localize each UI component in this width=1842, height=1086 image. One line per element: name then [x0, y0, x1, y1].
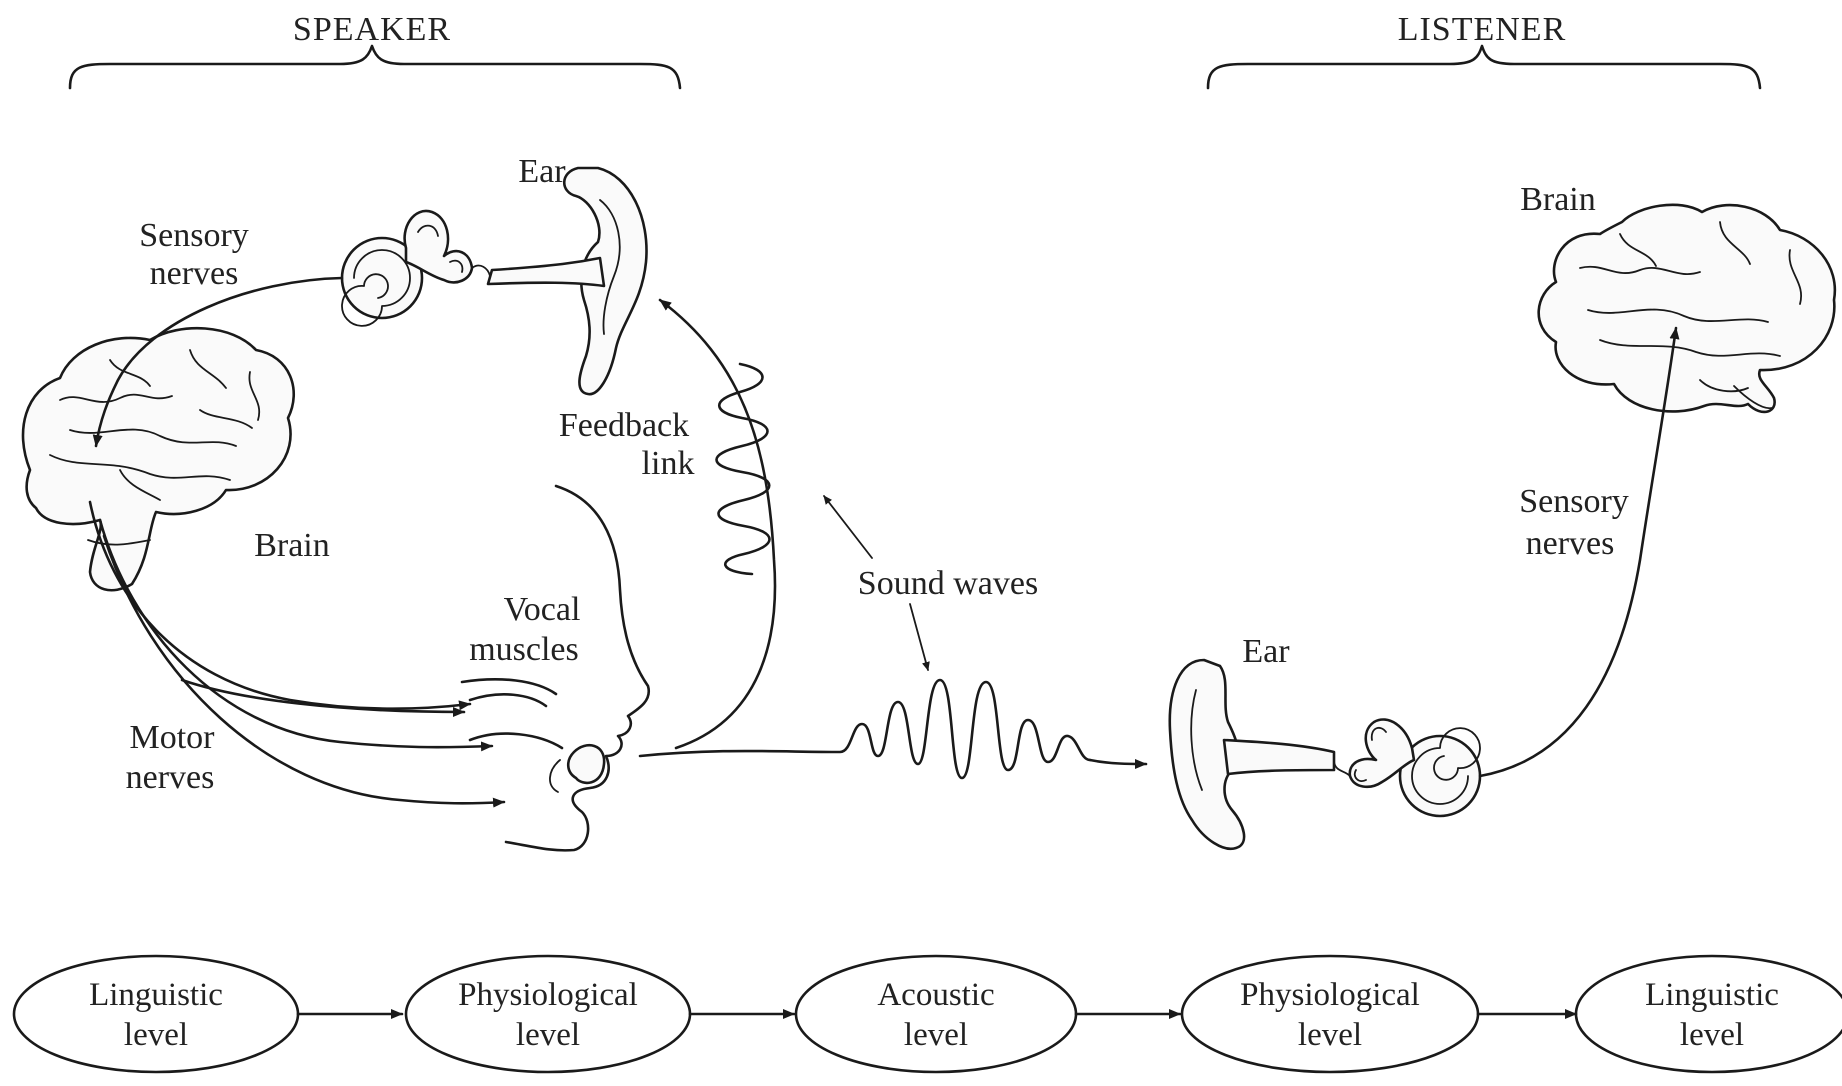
- level-label-line1: Linguistic: [1645, 977, 1779, 1013]
- listener-ear-icon: [1170, 660, 1334, 849]
- acoustic-wave-icon: [640, 680, 1090, 778]
- level-node: Linguistic level: [1576, 956, 1842, 1072]
- level-label-line2: level: [904, 1017, 968, 1053]
- level-label-line2: level: [1298, 1017, 1362, 1053]
- speaker-sensory-nerves-label-line2: nerves: [150, 255, 239, 292]
- speaker-cochlea-icon: [342, 211, 490, 326]
- vocal-muscles-label-line2: muscles: [469, 631, 579, 668]
- feedback-path: [660, 300, 775, 748]
- motor-nerves-label-line1: Motor: [130, 719, 216, 756]
- level-label-line1: Physiological: [458, 977, 638, 1013]
- listener-brain-label: Brain: [1520, 181, 1596, 218]
- level-label-line2: level: [516, 1017, 580, 1053]
- listener-header: LISTENER: [1398, 11, 1567, 48]
- level-node: Acoustic level: [796, 956, 1076, 1072]
- vocal-muscles-label-line1: Vocal: [504, 591, 581, 628]
- speaker-header: SPEAKER: [293, 11, 451, 48]
- speaker-face-icon: [462, 486, 649, 850]
- acoustic-wave-arrow: [1090, 760, 1146, 764]
- speaker-ear-icon: [488, 168, 647, 394]
- level-label-line1: Physiological: [1240, 977, 1420, 1013]
- speaker-ear-label: Ear: [518, 153, 566, 190]
- speaker-brain-label: Brain: [254, 527, 330, 564]
- feedback-link-label-line1: Feedback: [559, 407, 689, 444]
- motor-nerves-label-line2: nerves: [126, 759, 215, 796]
- listener-sensory-nerves-label-line1: Sensory: [1519, 483, 1629, 520]
- feedback-link-label-line2: link: [642, 445, 695, 482]
- speaker-brace: [70, 46, 680, 88]
- level-label-line2: level: [1680, 1017, 1744, 1053]
- level-label-line1: Acoustic: [877, 977, 994, 1013]
- level-node: Linguistic level: [14, 956, 298, 1072]
- speaker-section: SPEAKER: [70, 11, 680, 88]
- level-label-line2: level: [124, 1017, 188, 1053]
- sound-waves-label: Sound waves: [858, 565, 1038, 602]
- listener-brain-icon: [1539, 205, 1835, 412]
- feedback-wave-icon: [717, 364, 770, 574]
- listener-section: LISTENER: [1208, 11, 1760, 88]
- level-label-line1: Linguistic: [89, 977, 223, 1013]
- speaker-brain-icon: [23, 328, 294, 590]
- listener-sensory-nerves-label-line2: nerves: [1526, 525, 1615, 562]
- level-node: Physiological level: [1182, 956, 1478, 1072]
- level-node: Physiological level: [406, 956, 690, 1072]
- speaker-sensory-nerves-label-line1: Sensory: [139, 217, 249, 254]
- listener-brace: [1208, 46, 1760, 88]
- listener-ear-label: Ear: [1242, 633, 1290, 670]
- listener-cochlea-icon: [1334, 720, 1480, 816]
- level-chain: Linguistic level Physiological level Aco…: [14, 956, 1842, 1072]
